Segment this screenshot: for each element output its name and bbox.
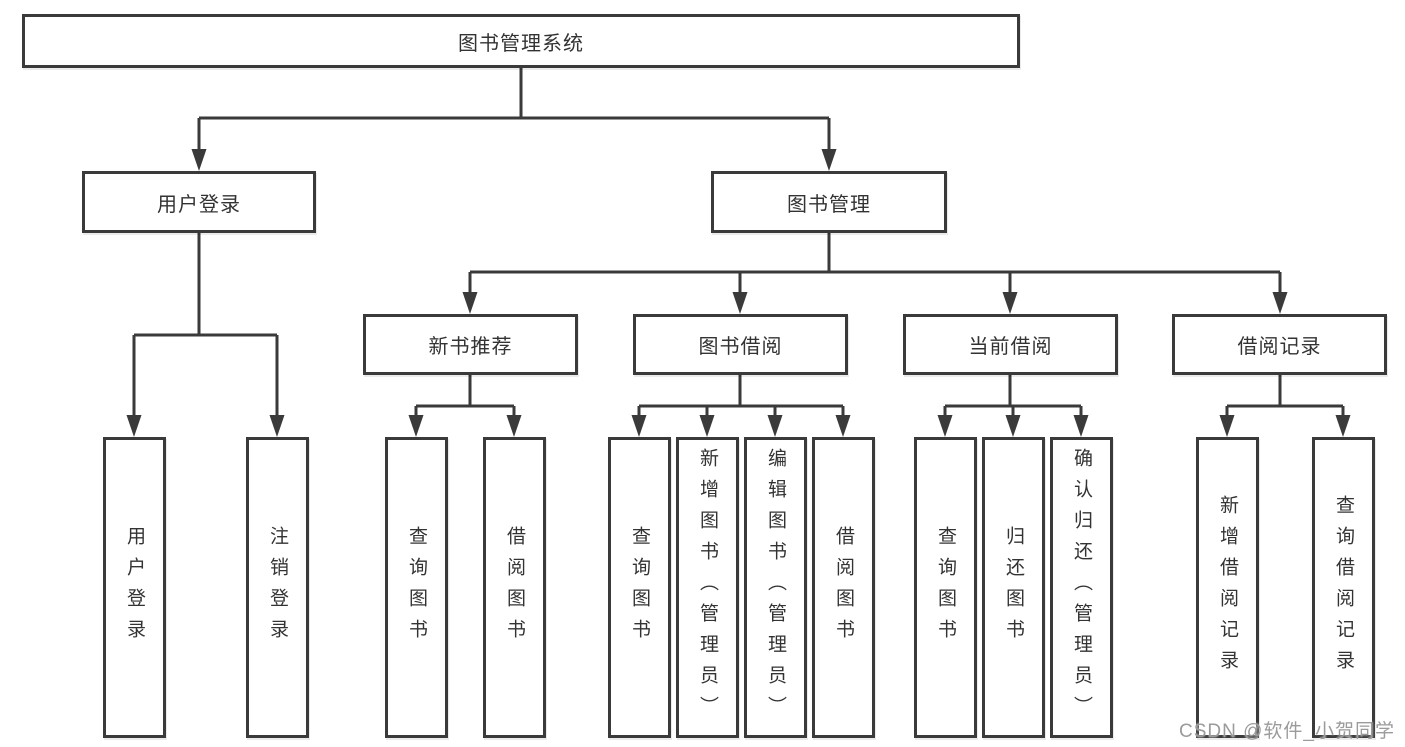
node-leaf-edit-book-admin: 编辑图书（管理员） [744, 437, 807, 738]
node-root: 图书管理系统 [22, 14, 1020, 68]
node-leaf-recommend-borrow-book-label: 借阅图书 [504, 525, 525, 650]
node-current-borrowing-label: 当前借阅 [968, 336, 1053, 358]
watermark: CSDN @软件_小贺同学 [1179, 721, 1395, 742]
node-user-login: 用户登录 [82, 171, 316, 233]
node-leaf-confirm-return-admin-label: 确认归还（管理员） [1071, 448, 1092, 727]
node-new-book-recommend: 新书推荐 [363, 314, 578, 375]
node-leaf-edit-book-admin-label: 编辑图书（管理员） [765, 448, 786, 727]
node-leaf-return-book-label: 归还图书 [1003, 525, 1024, 650]
node-book-management: 图书管理 [711, 171, 947, 233]
node-leaf-query-borrow-record-label: 查询借阅记录 [1333, 494, 1354, 681]
node-leaf-logout-label: 注销登录 [267, 525, 288, 650]
node-leaf-recommend-query-book: 查询图书 [385, 437, 448, 738]
node-leaf-current-query-book: 查询图书 [914, 437, 977, 738]
node-leaf-borrowing-borrow-book-label: 借阅图书 [833, 525, 854, 650]
node-root-label: 图书管理系统 [458, 32, 584, 55]
node-leaf-borrowing-query-book: 查询图书 [608, 437, 671, 738]
node-borrowing-records-label: 借阅记录 [1237, 336, 1322, 358]
node-leaf-confirm-return-admin: 确认归还（管理员） [1050, 437, 1113, 738]
node-leaf-user-login: 用户登录 [103, 437, 166, 738]
node-leaf-user-login-label: 用户登录 [124, 525, 145, 650]
node-book-borrowing: 图书借阅 [633, 314, 848, 375]
node-leaf-add-book-admin: 新增图书（管理员） [676, 437, 739, 738]
node-leaf-add-borrow-record: 新增借阅记录 [1196, 437, 1259, 738]
node-leaf-current-query-book-label: 查询图书 [935, 525, 956, 650]
node-new-book-recommend-label: 新书推荐 [428, 336, 513, 358]
node-leaf-add-borrow-record-label: 新增借阅记录 [1217, 494, 1238, 681]
node-leaf-recommend-borrow-book: 借阅图书 [483, 437, 546, 738]
node-book-management-label: 图书管理 [787, 193, 871, 216]
node-user-login-label: 用户登录 [157, 193, 241, 216]
node-leaf-query-borrow-record: 查询借阅记录 [1312, 437, 1375, 738]
node-book-borrowing-label: 图书借阅 [698, 336, 783, 358]
node-leaf-borrowing-borrow-book: 借阅图书 [812, 437, 875, 738]
node-current-borrowing: 当前借阅 [903, 314, 1118, 375]
node-leaf-add-book-admin-label: 新增图书（管理员） [697, 448, 718, 727]
node-leaf-return-book: 归还图书 [982, 437, 1045, 738]
node-leaf-borrowing-query-book-label: 查询图书 [629, 525, 650, 650]
node-leaf-recommend-query-book-label: 查询图书 [406, 525, 427, 650]
node-borrowing-records: 借阅记录 [1172, 314, 1387, 375]
node-leaf-logout: 注销登录 [246, 437, 309, 738]
